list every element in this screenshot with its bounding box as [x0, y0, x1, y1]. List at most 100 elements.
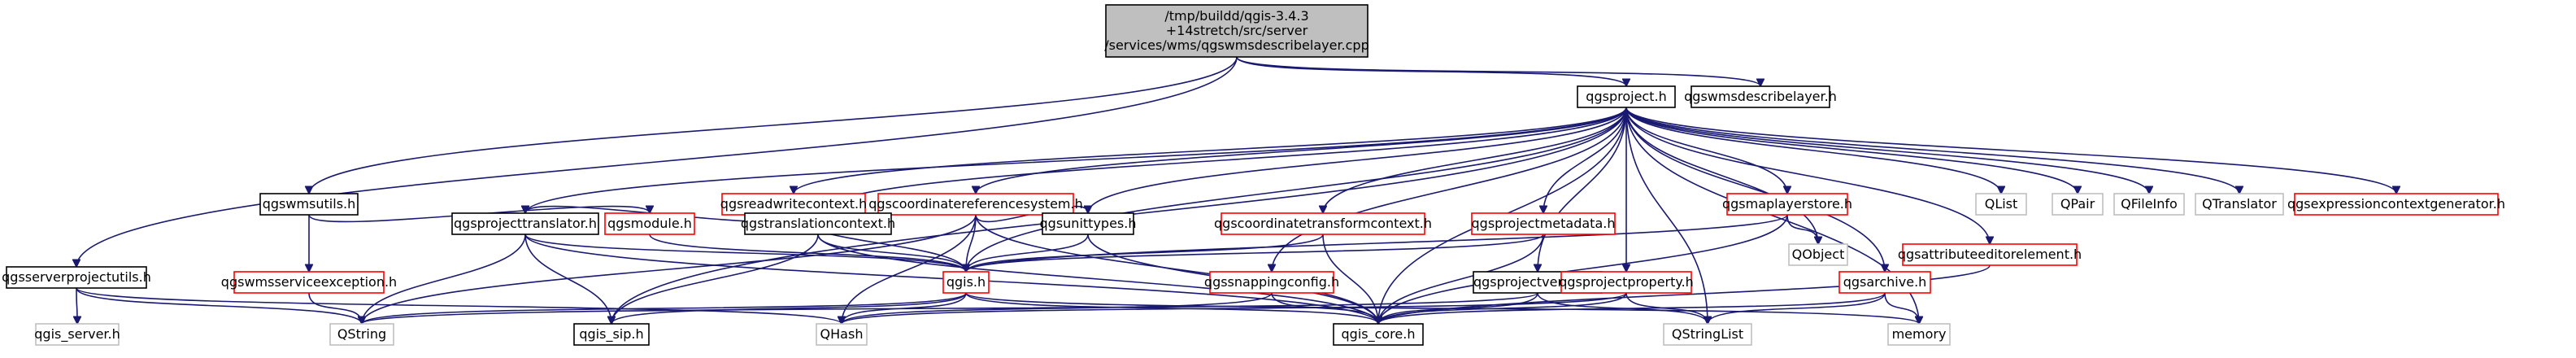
node-qgis-h[interactable]: qgis.h	[942, 271, 990, 294]
node-box	[233, 271, 385, 294]
node-label: qgis_sip.h	[579, 326, 643, 343]
node-qgsarchive-h[interactable]: qgsarchive.h	[1838, 271, 1931, 294]
node-label: qgis_core.h	[1342, 326, 1416, 343]
edge-qgis-to-qstring	[362, 292, 967, 325]
node-box	[1221, 212, 1425, 235]
node-box	[1838, 271, 1931, 294]
node-qgsprojectmetadata-h[interactable]: qgsprojectmetadata.h	[1471, 212, 1616, 235]
node-label: qgis_server.h	[34, 326, 120, 343]
node-label: QFileInfo	[2121, 196, 2178, 212]
edge-project-to-projecttranslator	[525, 107, 1627, 213]
node-box	[1690, 85, 1830, 108]
edge-src-to-wmsdescribelayer	[1236, 56, 1760, 87]
node-qfileinfo: QFileInfo	[2113, 193, 2185, 216]
node-qgsexpressioncontextgenerator-h[interactable]: qgsexpressioncontextgenerator.h	[2287, 193, 2505, 216]
node-qgis-sip-h[interactable]: qgis_sip.h	[573, 323, 650, 346]
edge-archive-to-qgiscore	[1378, 292, 1886, 325]
edge-project-to-ctcontext	[1323, 107, 1627, 213]
edge-project-to-maplayerstore	[1625, 107, 1787, 194]
edge-ctcontext-to-qgis	[966, 234, 1324, 272]
node-qlist: QList	[1975, 193, 2027, 216]
node-qgsprojectproperty-h[interactable]: qgsprojectproperty.h	[1559, 271, 1694, 294]
node-qgssnappingconfig-h[interactable]: qgssnappingconfig.h	[1204, 271, 1339, 294]
node-label: qgsprojectmetadata.h	[1472, 216, 1616, 231]
node-label: qgswmsdescribelayer.h	[1684, 89, 1837, 104]
node-box	[451, 212, 599, 235]
edge-snappingconfig-to-qgiscore	[1271, 292, 1378, 324]
node-box	[1560, 271, 1692, 294]
edge-project-to-qgis	[966, 107, 1627, 272]
node-label: QTranslator	[2202, 196, 2277, 212]
edge-src-to-serverprojectutils	[76, 56, 1238, 267]
edge-projectversion-to-qstring	[362, 292, 1538, 324]
node-qgis-core-h[interactable]: qgis_core.h	[1333, 323, 1424, 346]
edge-qgis-to-memory	[965, 292, 1919, 325]
node-box	[573, 323, 650, 346]
node-label: qgsprojectproperty.h	[1559, 274, 1694, 290]
node-box	[2052, 193, 2104, 216]
node-qgsattributeeditorelement-h[interactable]: qgsattributeeditorelement.h	[1898, 243, 2082, 266]
edge-project-to-projectversion	[1538, 107, 1627, 272]
node-label: qgsmodule.h	[607, 216, 692, 231]
edge-project-to-qlist	[1625, 107, 2001, 194]
edge-src-to-project	[1236, 56, 1626, 86]
node-qgsmodule-h[interactable]: qgsmodule.h	[604, 212, 695, 235]
node-qgsreadwritecontext-h[interactable]: qgsreadwritecontext.h	[720, 193, 867, 216]
node-label: qgsproject.h	[1586, 89, 1666, 104]
node-qstringlist: QStringList	[1663, 323, 1752, 346]
node-label: qgsserverprojectutils.h	[2, 269, 151, 285]
node-box	[35, 323, 120, 346]
node-label: qgsarchive.h	[1843, 274, 1927, 290]
node-tmp-buildd-qgis-3-4-3-14stretch-src-server-services-wms-qgswmsdescribelayer-cpp: /tmp/buildd/qgis-3.4.3+14stretch/src/ser…	[1104, 4, 1369, 58]
node-box	[1726, 193, 1848, 216]
node-box	[1333, 323, 1424, 346]
edge-project-to-snappingconfig	[1272, 107, 1627, 272]
edge-project-to-qpair	[1625, 107, 2078, 194]
node-qgis-server-h: qgis_server.h	[34, 323, 120, 346]
node-label: +14stretch/src/server	[1166, 23, 1308, 38]
node-box	[721, 193, 866, 216]
edge-archive-to-qstringlist	[1708, 292, 1886, 324]
node-qtranslator: QTranslator	[2195, 193, 2284, 216]
node-qgscoordinatereferencesystem-h[interactable]: qgscoordinatereferencesystem.h	[868, 193, 1083, 216]
node-label: qgswmsutils.h	[263, 196, 356, 212]
node-qpair: QPair	[2052, 193, 2104, 216]
edge-attreditor-to-qgiscore	[1378, 264, 1991, 324]
edge-project-to-qfileinfo	[1625, 107, 2149, 194]
node-qgswmsutils-h[interactable]: qgswmsutils.h	[259, 193, 359, 216]
node-qgsmaplayerstore-h[interactable]: qgsmaplayerstore.h	[1722, 193, 1852, 216]
node-qgswmsserviceexception-h[interactable]: qgswmsserviceexception.h	[221, 271, 397, 294]
node-label: qgsmaplayerstore.h	[1722, 196, 1852, 212]
node-label: qgswmsserviceexception.h	[221, 274, 397, 290]
node-label: QString	[337, 326, 386, 342]
edge-project-to-translationcontext	[818, 107, 1627, 213]
node-label: qgscoordinatetransformcontext.h	[1214, 216, 1432, 231]
edge-projecttranslator-to-qstring	[362, 234, 526, 324]
edge-module-to-qgis	[649, 234, 966, 272]
edge-project-to-qstringlist	[1625, 107, 1708, 324]
edge-projecttranslator-to-qgis	[524, 234, 966, 272]
node-box	[1788, 243, 1848, 266]
node-qgswmsdescribelayer-h[interactable]: qgswmsdescribelayer.h	[1684, 85, 1837, 108]
node-qobject: QObject	[1788, 243, 1848, 266]
node-box	[1105, 4, 1368, 58]
edge-maplayerstore-to-qobject	[1786, 214, 1818, 244]
node-label: qgis.h	[946, 274, 986, 290]
edge-ctcontext-to-qgiscore	[1322, 234, 1378, 324]
node-qgscoordinatetransformcontext-h[interactable]: qgscoordinatetransformcontext.h	[1214, 212, 1432, 235]
node-qgsproject-h[interactable]: qgsproject.h	[1577, 85, 1676, 108]
node-qhash: QHash	[816, 323, 868, 346]
node-box	[2113, 193, 2185, 216]
node-qgstranslationcontext-h[interactable]: qgstranslationcontext.h	[741, 212, 895, 235]
node-qgsprojecttranslator-h[interactable]: qgsprojecttranslator.h	[451, 212, 599, 235]
node-box	[1902, 243, 2078, 266]
node-box	[329, 323, 394, 346]
node-box	[816, 323, 868, 346]
edge-qgis-to-qgissip	[611, 292, 967, 324]
node-qgsserverprojectutils-h[interactable]: qgsserverprojectutils.h	[2, 266, 151, 289]
node-label: QHash	[820, 326, 864, 342]
node-label: qgssnappingconfig.h	[1204, 274, 1339, 290]
node-qgsunittypes-h[interactable]: qgsunittypes.h	[1040, 212, 1137, 235]
node-label: QStringList	[1672, 326, 1743, 342]
edge-project-to-attreditor	[1625, 107, 1990, 244]
